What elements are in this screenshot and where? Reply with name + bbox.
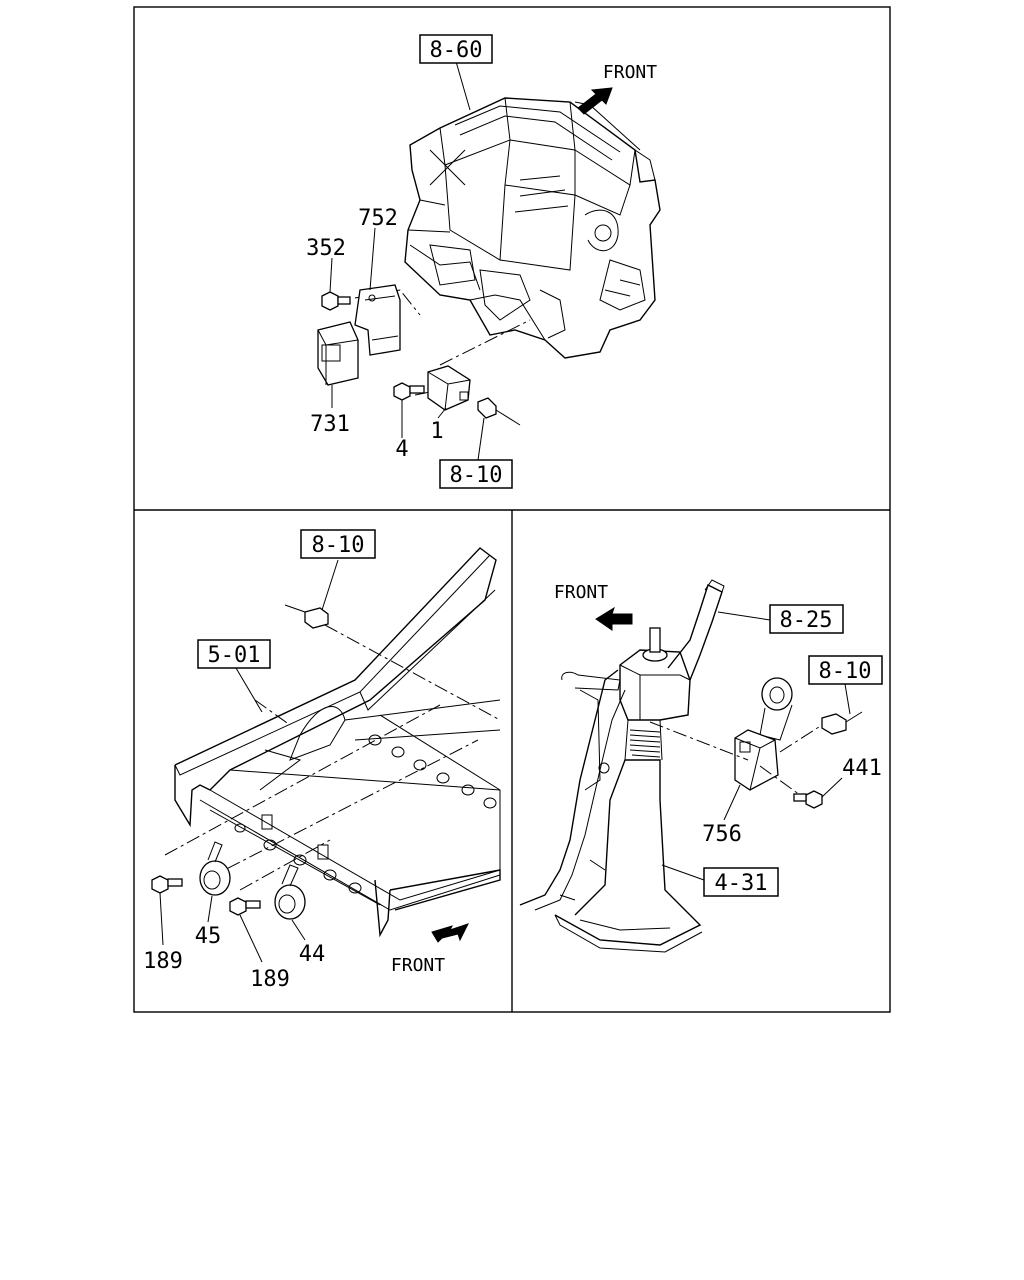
connector-8-10-top — [477, 397, 521, 426]
panel-frames — [133, 6, 891, 1013]
part-441[interactable]: 441 — [842, 756, 882, 781]
bolt-352 — [321, 291, 351, 311]
ref-box-4-31 — [703, 867, 779, 897]
connector-8-10-right — [821, 711, 863, 735]
module-1 — [427, 365, 471, 411]
ref-box-8-25 — [769, 604, 844, 634]
ref-8-10-top[interactable]: 8-10 — [450, 463, 503, 488]
ref-8-25[interactable]: 8-25 — [780, 608, 833, 633]
ref-box-8-10-left — [300, 529, 376, 559]
bolt-441 — [793, 790, 823, 809]
part-352[interactable]: 352 — [306, 236, 346, 261]
ref-box-8-60 — [419, 34, 493, 64]
heater-unit-drawing — [404, 97, 661, 359]
leader-8-60 — [454, 57, 471, 111]
ref-box-5-01 — [197, 639, 271, 669]
part-756[interactable]: 756 — [702, 822, 742, 847]
part-752[interactable]: 752 — [358, 206, 398, 231]
horn-45 — [199, 841, 231, 896]
part-44[interactable]: 44 — [299, 942, 326, 967]
front-arrow-icon — [431, 923, 469, 943]
ref-box-8-10-right — [808, 655, 883, 685]
bracket-ring — [759, 677, 793, 741]
bolt-189-b — [229, 897, 261, 916]
horn-44 — [274, 864, 306, 920]
ref-8-10-right[interactable]: 8-10 — [819, 659, 872, 684]
ref-box-8-10-top — [439, 459, 513, 489]
front-arrow-icon — [595, 606, 633, 631]
front-label-right: FRONT — [554, 582, 608, 603]
connector-8-10-left — [284, 604, 329, 629]
part-731[interactable]: 731 — [310, 412, 350, 437]
ref-8-10-left[interactable]: 8-10 — [312, 533, 365, 558]
part-189-b[interactable]: 189 — [250, 967, 290, 992]
bolt-189-a — [151, 875, 183, 894]
part-4[interactable]: 4 — [395, 437, 408, 462]
bottom-right-panel: FRONT 8-25 8-10 441 756 4-31 — [519, 579, 883, 953]
bracket-752 — [354, 284, 401, 356]
part-189-a[interactable]: 189 — [143, 949, 183, 974]
frame-drawing — [174, 547, 501, 938]
bottom-left-panel: 8-10 5-01 189 45 189 44 FRONT — [143, 529, 501, 992]
ref-8-60[interactable]: 8-60 — [430, 38, 483, 63]
screw-4 — [393, 382, 425, 401]
steering-column-drawing — [519, 579, 725, 953]
ref-4-31[interactable]: 4-31 — [715, 871, 768, 896]
part-45[interactable]: 45 — [195, 924, 222, 949]
front-arrow-icon — [577, 87, 613, 115]
ref-5-01[interactable]: 5-01 — [208, 643, 261, 668]
part-1[interactable]: 1 — [430, 419, 443, 444]
relay-731 — [317, 321, 359, 386]
front-label-left: FRONT — [391, 955, 445, 976]
front-label-top: FRONT — [603, 62, 657, 83]
module-756 — [734, 729, 779, 791]
top-panel: 8-60 FRONT 752 352 731 4 1 8-10 — [306, 34, 661, 489]
